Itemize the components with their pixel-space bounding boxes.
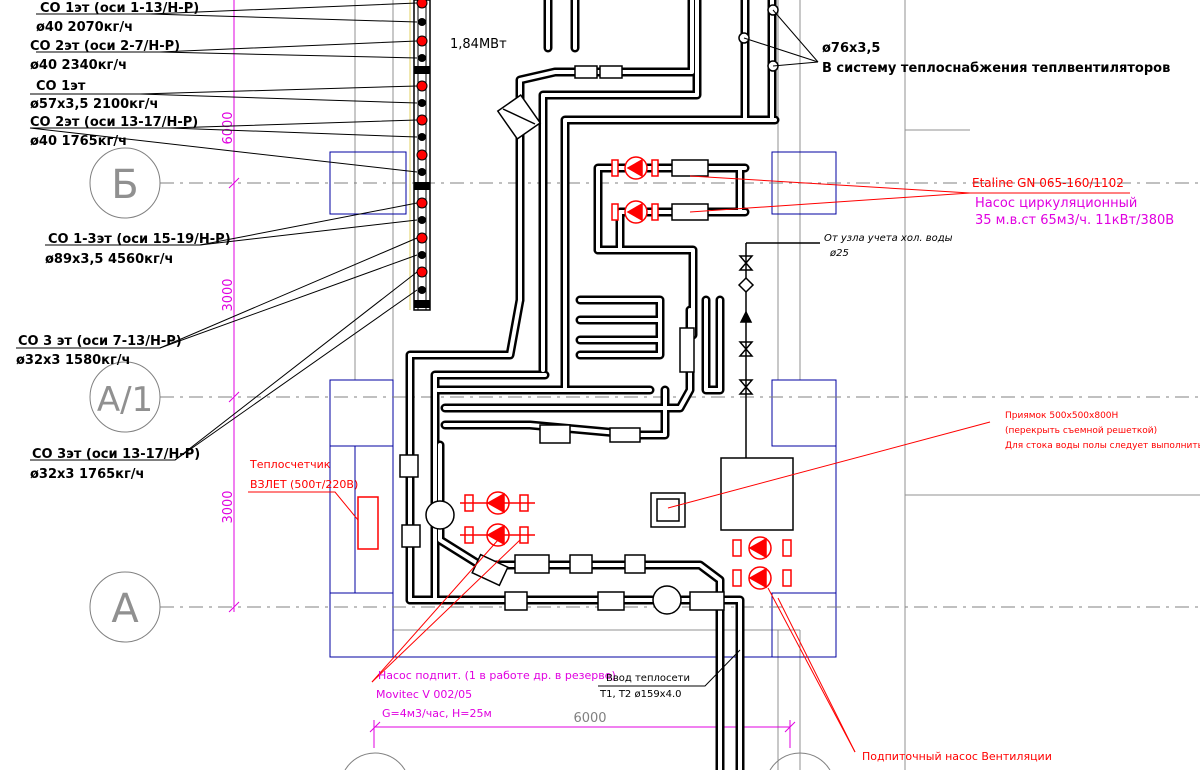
columns xyxy=(329,151,837,658)
callout-title: СО 2эт (оси 2-7/Н-Р) xyxy=(30,39,180,54)
callout-title: СО 3эт (оси 13-17/Н-Р) xyxy=(32,447,200,462)
makeup-pump-line3: G=4м3/час, H=25м xyxy=(382,707,492,720)
circ-pump-line1: Насос циркуляционный xyxy=(975,196,1137,211)
dim-3000-upper: 3000 xyxy=(221,278,236,311)
dimension-lines xyxy=(228,0,796,748)
grid-bubbles-bottom xyxy=(344,752,831,770)
fittings xyxy=(399,4,779,615)
vent-pumps xyxy=(732,536,792,590)
cold-water-line xyxy=(737,242,820,458)
callout-spec: ø40 2070кг/ч xyxy=(36,20,133,35)
vent-pump-label: Подпиточный насос Вентиляции xyxy=(862,750,1052,763)
callout-spec: ø40 2340кг/ч xyxy=(30,58,127,73)
heat-meter-box xyxy=(357,496,379,550)
callout-spec: ø40 1765кг/ч xyxy=(30,134,127,149)
left-callouts: СО 1эт (оси 1-13/Н-Р) ø40 2070кг/ч СО 2э… xyxy=(16,1,231,482)
drain-line2: (перекрыть съемной решеткой) xyxy=(1005,426,1157,436)
makeup-pumps xyxy=(460,491,535,547)
callout-spec: ø32х3 1765кг/ч xyxy=(30,467,144,482)
walls xyxy=(354,0,1200,770)
heat-meter-line1: Теплосчетчик xyxy=(249,458,331,471)
callout-title: СО 2эт (оси 13-17/Н-Р) xyxy=(30,115,198,130)
cold-water-line2: ø25 xyxy=(829,248,849,259)
callout-spec: ø32х3 1580кг/ч xyxy=(16,353,130,368)
circulation-pumps xyxy=(611,156,659,224)
grid-bubble-a: А xyxy=(89,571,161,643)
inlet-line1: Ввод теплосети xyxy=(606,673,690,684)
heat-meter-line2: ВЗЛЕТ (500т/220В) xyxy=(250,478,358,491)
callout-title: СО 1эт (оси 1-13/Н-Р) xyxy=(40,1,199,16)
inlet-line2: Т1, Т2 ø159х4.0 xyxy=(599,689,682,700)
callout-spec: ø89х3,5 4560кг/ч xyxy=(45,252,173,267)
axis-label-a: А xyxy=(111,586,139,632)
makeup-pump-line2: Movitec V 002/05 xyxy=(376,688,472,701)
callout-leaders xyxy=(16,2,418,461)
distribution-manifold xyxy=(413,0,431,311)
drain-line3: Для стока воды полы следует выполнить с … xyxy=(1005,441,1200,451)
callout-spec: ø57х3,5 2100кг/ч xyxy=(30,97,158,112)
grid-bubble-b: Б xyxy=(89,147,161,219)
expansion-tank xyxy=(720,457,794,531)
grid-bubble-a1: А/1 xyxy=(89,361,161,433)
callout-title: СО 1эт xyxy=(36,79,86,94)
callout-title: СО 3 эт (оси 7-13/Н-Р) xyxy=(18,334,182,349)
dim-3000-lower: 3000 xyxy=(221,490,236,523)
axis-label-b: Б xyxy=(111,162,138,208)
cold-water-line1: От узла учета хол. воды xyxy=(824,233,953,244)
dim-6000-horizontal: 6000 xyxy=(573,711,606,726)
circ-pump-model: Etaline GN 065-160/1102 xyxy=(972,176,1124,190)
pipe-spec-label: ø76х3,5 xyxy=(822,41,880,56)
power-label: 1,84МВт xyxy=(450,37,507,52)
axis-label-a1: А/1 xyxy=(97,380,153,420)
drain-pit xyxy=(650,492,686,528)
circ-pump-line2: 35 м.в.ст 65м3/ч. 11кВт/380В xyxy=(975,213,1174,228)
fan-system-label: В систему теплоснабжения теплвентиляторо… xyxy=(822,61,1170,76)
makeup-pump-line1: Насос подпит. (1 в работе др. в резерве) xyxy=(378,669,616,682)
callout-title: СО 1-3эт (оси 15-19/Н-Р) xyxy=(48,232,231,247)
drain-line1: Приямок 500х500х800Н xyxy=(1005,411,1118,421)
black-leaders xyxy=(598,9,819,687)
red-leaders xyxy=(248,175,1130,753)
pipework xyxy=(405,0,780,770)
dim-6000-vertical: 6000 xyxy=(221,111,236,144)
